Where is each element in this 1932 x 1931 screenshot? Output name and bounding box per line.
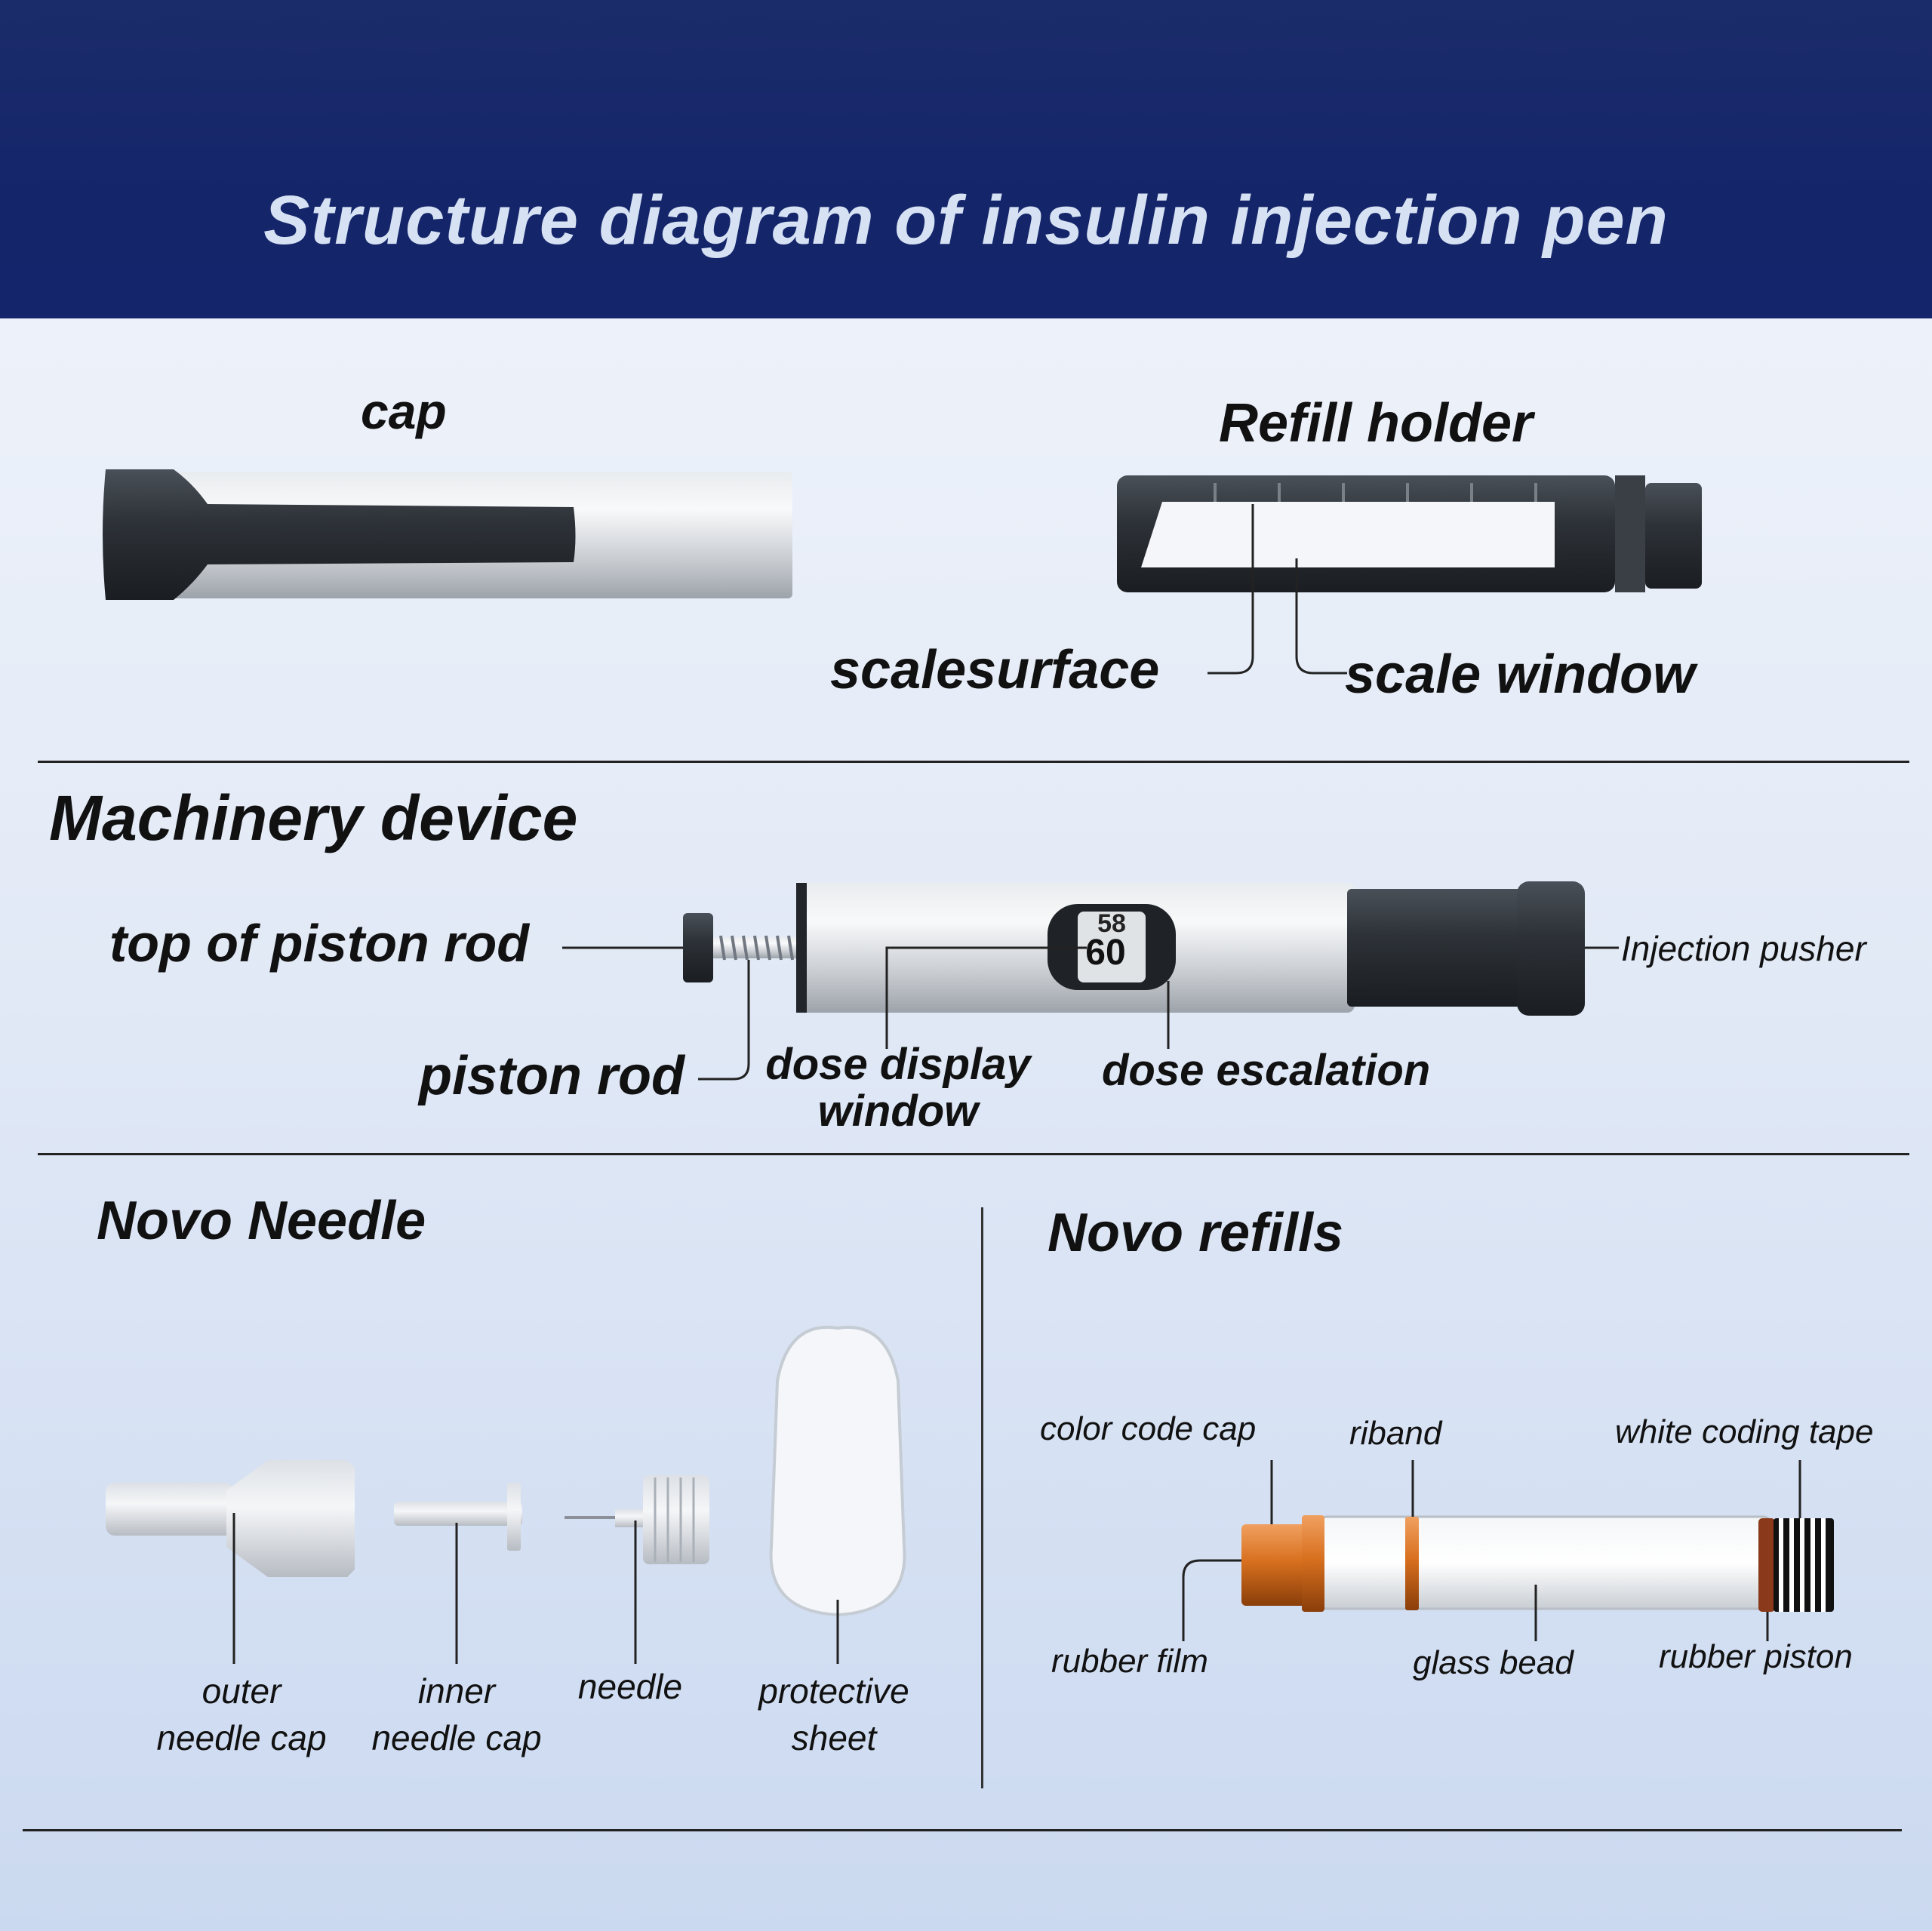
divider-vertical (981, 1207, 983, 1788)
injection-pusher-label: Injection pusher (1621, 929, 1866, 968)
outer-needle-cap-line1: outer (202, 1671, 281, 1711)
top-of-piston-rod-label: top of piston rod (109, 914, 529, 973)
pen-body-illustration: 58 60 (562, 881, 1619, 1081)
protective-sheet-line1: protective (758, 1671, 909, 1711)
protective-sheet-label: protective sheet (721, 1668, 947, 1761)
scale-window-label: scale window (1345, 644, 1696, 705)
outer-needle-cap-label: outer needle cap (121, 1668, 362, 1761)
refill-holder-label: Refill holder (1219, 393, 1534, 454)
inner-needle-cap-label: inner needle cap (336, 1668, 577, 1761)
outer-needle-cap-line2: needle cap (156, 1718, 327, 1757)
needle-parts-illustration (106, 1325, 906, 1664)
refill-cartridge-illustration (1182, 1460, 1834, 1641)
dose-display-window-line1: dose display (765, 1040, 1031, 1089)
dose-display-number: 60 (1085, 933, 1125, 973)
title-banner: Structure diagram of insulin injection p… (0, 0, 1932, 318)
white-coding-tape-label: white coding tape (1615, 1413, 1874, 1450)
dose-display-window-label: dose display window (755, 1041, 1041, 1135)
scalesurface-label: scalesurface (830, 640, 1160, 700)
dose-escalation-label: dose escalation (1102, 1046, 1431, 1095)
novo-refills-heading: Novo refills (1048, 1203, 1344, 1263)
cap-illustration (103, 469, 792, 600)
dose-display-top-number: 58 (1097, 909, 1126, 938)
dose-display-window-line2: window (817, 1087, 979, 1136)
rubber-piston-label: rubber piston (1659, 1638, 1853, 1675)
machinery-heading: Machinery device (49, 783, 578, 853)
cap-label: cap (361, 383, 447, 439)
divider-bottom (23, 1829, 1902, 1831)
novo-needle-heading: Novo Needle (97, 1191, 426, 1251)
divider-middle (38, 1153, 1909, 1155)
needle-label: needle (577, 1667, 683, 1706)
rubber-film-label: rubber film (1051, 1643, 1208, 1680)
glass-bead-label: glass bead (1413, 1644, 1574, 1681)
refill-holder-illustration (1117, 475, 1702, 675)
protective-sheet-line2: sheet (791, 1718, 877, 1757)
diagram-title: Structure diagram of insulin injection p… (263, 182, 1669, 259)
color-code-cap-label: color code cap (1040, 1410, 1257, 1447)
riband-label: riband (1349, 1415, 1442, 1452)
inner-needle-cap-line2: needle cap (371, 1718, 542, 1757)
piston-rod-label: piston rod (419, 1046, 685, 1106)
inner-needle-cap-line1: inner (417, 1671, 496, 1711)
divider-top (38, 761, 1909, 763)
